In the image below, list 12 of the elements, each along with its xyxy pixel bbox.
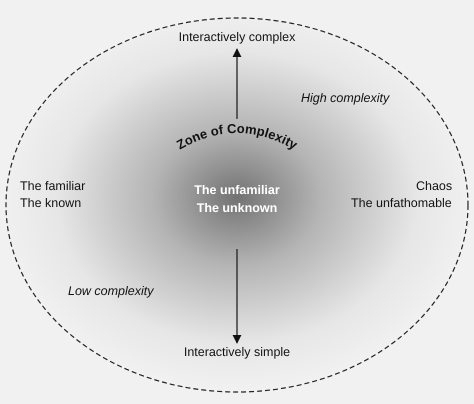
arrow [232,249,242,344]
region-label: High complexity [301,91,390,105]
text-label: Chaos [416,179,452,193]
dashed-ellipse [5,17,469,393]
axis-end-label: Interactively simple [180,345,294,362]
text-label: The familiar [20,179,86,193]
region-label: Low complexity [68,284,154,298]
center-label: The unfamiliar The unknown [167,181,307,217]
text-label: The known [20,196,82,210]
axis-end-label: Interactively complex [177,30,297,47]
text-label: The unfathomable [351,196,452,210]
arrow [232,48,242,119]
